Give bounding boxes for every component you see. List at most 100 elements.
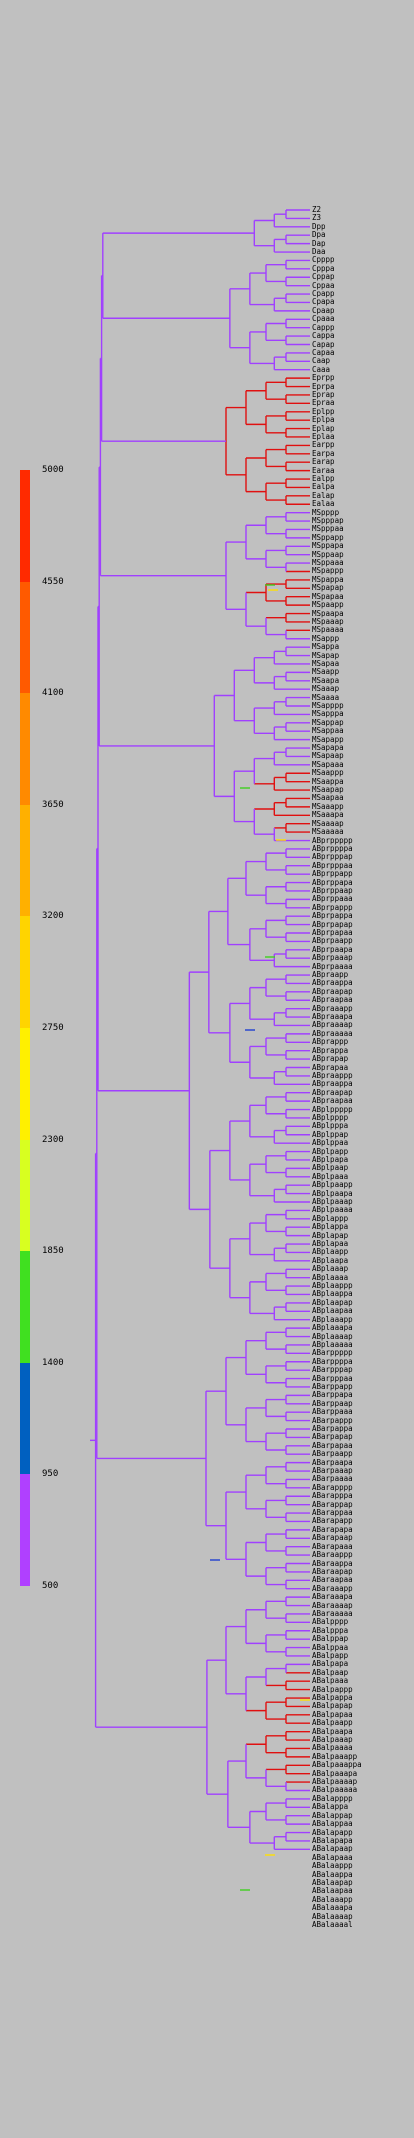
leaf-label: ABalppap — [312, 1634, 349, 1644]
leaf-label: ABalappaa — [312, 1819, 353, 1829]
leaf-label: ABpraappa — [312, 978, 353, 988]
leaf-label: MSapaaa — [312, 759, 344, 769]
leaf-label: MSaapap — [312, 785, 344, 795]
leaf-label: ABarppppa — [312, 1356, 353, 1366]
leaf-label: ABarpapaa — [312, 1440, 353, 1450]
leaf-label: Cpppa — [312, 263, 335, 273]
leaf-label: MSapaap — [312, 751, 344, 761]
leaf-label: MSappp — [312, 633, 340, 643]
leaf-label: Ealaa — [312, 499, 335, 509]
leaf-label: ABarpaaaa — [312, 1474, 353, 1484]
leaf-label: Dpa — [312, 230, 326, 240]
leaf-label: ABalappap — [312, 1810, 353, 1820]
leaf-label: ABplppap — [312, 1129, 349, 1139]
leaf-label: ABalaappa — [312, 1869, 353, 1879]
leaf-label: Epraa — [312, 398, 335, 408]
leaf-label: ABarppppp — [312, 1348, 353, 1358]
leaf-label: ABalapaap — [312, 1844, 353, 1854]
leaf-label: MSpaaap — [312, 616, 344, 626]
leaf-label: ABpraaapp — [312, 1003, 353, 1013]
leaf-label: ABaraaaap — [312, 1600, 353, 1610]
legend-segment — [20, 1028, 30, 1141]
leaf-label: ABarapapp — [312, 1516, 353, 1526]
legend-tick-label: 500 — [42, 1581, 59, 1591]
leaf-label: ABalpaapp — [312, 1718, 353, 1728]
leaf-label: ABarappaa — [312, 1508, 353, 1518]
leaf-label: MSpappa — [312, 574, 344, 584]
leaf-label: ABpraapaa — [312, 995, 353, 1005]
leaf-label: ABalapapa — [312, 1835, 353, 1845]
leaf-label: Eprap — [312, 389, 335, 399]
leaf-label: ABprppapa — [312, 877, 353, 887]
leaf-label: MSapapa — [312, 743, 344, 753]
leaf-label: MSapppa — [312, 709, 344, 719]
leaf-label: ABplpaaap — [312, 1197, 353, 1206]
leaf-label: ABprpppaa — [312, 860, 353, 870]
leaf-label: ABplaapp — [312, 1247, 349, 1257]
leaf-label: Eplaa — [312, 431, 335, 441]
leaf-label: ABalpaapa — [312, 1726, 353, 1736]
leaf-label: Cappp — [312, 322, 335, 332]
leaf-label: ABalaaapa — [312, 1903, 353, 1913]
leaf-label: ABprpappa — [312, 911, 353, 921]
leaf-label: MSpaapa — [312, 608, 344, 618]
leaf-label: Eprpp — [312, 373, 335, 383]
legend-segment — [20, 470, 30, 583]
leaf-label: ABplaapa — [312, 1255, 349, 1265]
legend-tick-label: 2300 — [42, 1134, 64, 1145]
leaf-label: ABprpapaa — [312, 927, 353, 937]
leaf-label: MSapaa — [312, 658, 340, 668]
leaf-label: ABalpapap — [312, 1701, 353, 1711]
leaf-label: MSapppp — [312, 701, 344, 710]
leaf-label: ABalpapp — [312, 1650, 349, 1660]
legend-tick-label: 950 — [42, 1469, 59, 1480]
leaf-label: Caaa — [312, 364, 331, 374]
leaf-label: ABpraaaaa — [312, 1028, 353, 1038]
leaf-label: ABprppapp — [312, 869, 353, 879]
leaf-label: Z2 — [312, 205, 322, 214]
leaf-label: ABprapap — [312, 1054, 349, 1064]
leaf-label: ABalpppp — [312, 1617, 349, 1627]
leaf-label: ABarapaap — [312, 1533, 353, 1543]
leaf-label: ABalpaaaaa — [312, 1785, 358, 1795]
leaf-label: ABplaaaap — [312, 1331, 353, 1341]
leaf-label: ABarppapa — [312, 1390, 353, 1400]
leaf-label: Caap — [312, 356, 331, 366]
leaf-label: Eplpp — [312, 406, 335, 416]
legend-tick-label: 4100 — [42, 688, 64, 699]
leaf-label: ABalaappp — [312, 1861, 353, 1871]
leaf-label: Earaa — [312, 465, 335, 475]
leaf-label: ABprpaaaa — [312, 961, 353, 971]
leaf-label: MSpapap — [312, 583, 344, 593]
leaf-label: ABalapapp — [312, 1827, 353, 1837]
leaf-label: ABplpaapp — [312, 1180, 353, 1190]
leaf-label: ABpraapaa — [312, 1096, 353, 1106]
legend-color-bar — [20, 470, 30, 1587]
leaf-label: ABalpapa — [312, 1659, 349, 1669]
leaf-label: MSpaaaa — [312, 625, 344, 635]
leaf-label: MSppaap — [312, 549, 344, 559]
leaf-label: ABplpppa — [312, 1121, 349, 1131]
leaf-label: ABalpappp — [312, 1684, 353, 1694]
leaf-label: ABalaaaap — [312, 1911, 353, 1921]
leaf-label: MSapap — [312, 650, 340, 660]
leaf-label: Z3 — [312, 213, 322, 223]
leaf-label: ABalappa — [312, 1802, 349, 1812]
leaf-label: ABaraapap — [312, 1566, 353, 1576]
leaf-label: ABalpapaa — [312, 1709, 353, 1719]
leaf-label: ABalpaaapa — [312, 1768, 358, 1778]
leaf-label: Earap — [312, 457, 335, 467]
leaf-label: ABarppaaa — [312, 1407, 353, 1417]
leaf-label: ABprappp — [312, 1037, 349, 1047]
leaf-label: ABpraappp — [312, 1070, 353, 1080]
leaf-label: ABarppaap — [312, 1398, 353, 1408]
leaf-label: ABplpapa — [312, 1154, 349, 1164]
leaf-label: ABplaaapa — [312, 1323, 353, 1333]
leaf-label: ABalpaaap — [312, 1735, 353, 1745]
leaf-label: Cpaap — [312, 305, 335, 315]
lineage-tree — [90, 209, 310, 1891]
legend-tick-label: 1400 — [42, 1357, 64, 1368]
leaf-label: ABalpaaa — [312, 1676, 349, 1686]
leaf-label: Eplpa — [312, 415, 335, 425]
leaf-label: ABalaaaal — [312, 1920, 353, 1929]
